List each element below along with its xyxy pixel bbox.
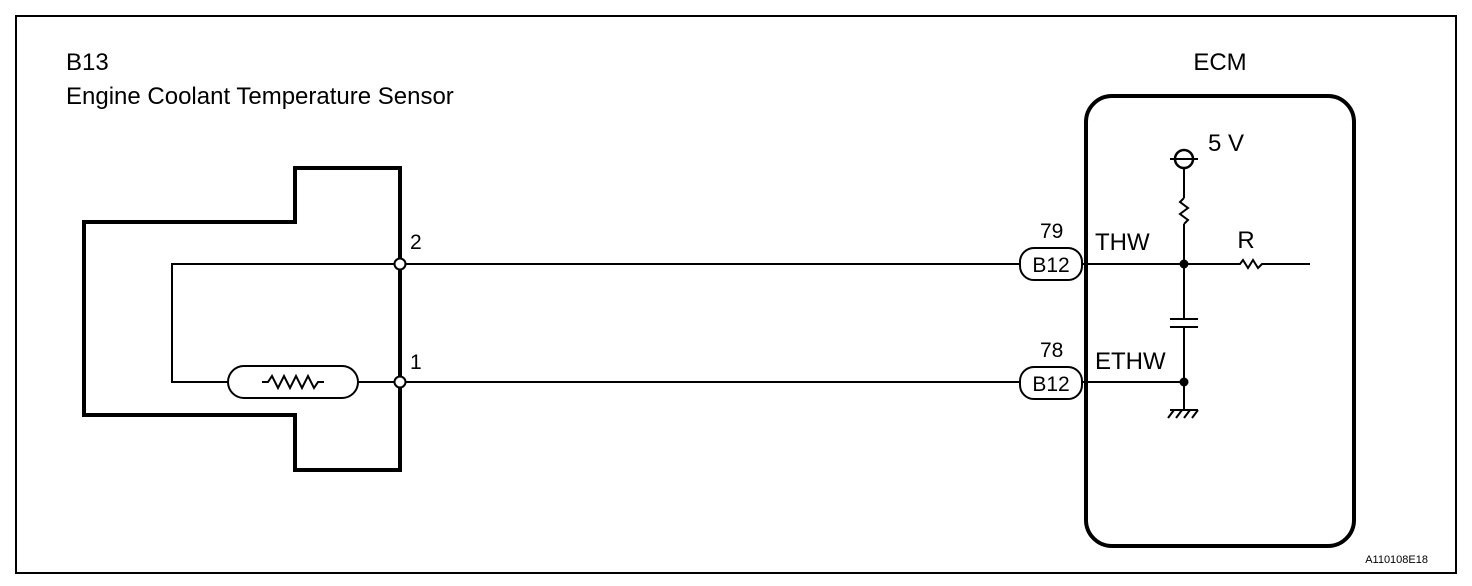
sensor-name: Engine Coolant Temperature Sensor — [66, 83, 454, 110]
ethw-junction-node — [1179, 377, 1189, 387]
sensor-pin-1-label: 1 — [410, 351, 422, 374]
ecm-title: ECM — [1193, 49, 1246, 76]
sensor-pin-2-label: 2 — [410, 231, 422, 254]
diagram-frame — [15, 15, 1457, 574]
sensor-housing — [82, 166, 402, 472]
ecm-connector-thw-label: B12 — [1032, 254, 1069, 277]
ground-icon-hatch — [1167, 409, 1199, 419]
sensor-pin-2-node — [393, 257, 407, 271]
supply-voltage-label: 5 V — [1208, 130, 1244, 157]
thermistor-resistor-icon — [262, 373, 324, 391]
figure-id: A110108E18 — [1365, 554, 1428, 566]
ecm-connector-ethw-label: B12 — [1032, 373, 1069, 396]
sensor-pin-1-node — [393, 375, 407, 389]
ecm-signal-thw: THW — [1095, 229, 1150, 256]
series-resistor-icon — [1236, 258, 1266, 270]
ecm-pin-78-label: 78 — [1040, 339, 1063, 362]
series-resistor-label: R — [1237, 227, 1254, 254]
sensor-code: B13 — [66, 49, 109, 76]
sensor-internal-wire — [171, 263, 400, 383]
ecm-signal-ethw: ETHW — [1095, 348, 1166, 375]
ecm-pin-79-label: 79 — [1040, 220, 1063, 243]
pullup-resistor-icon — [1178, 197, 1190, 225]
ecm-box — [1084, 94, 1356, 548]
